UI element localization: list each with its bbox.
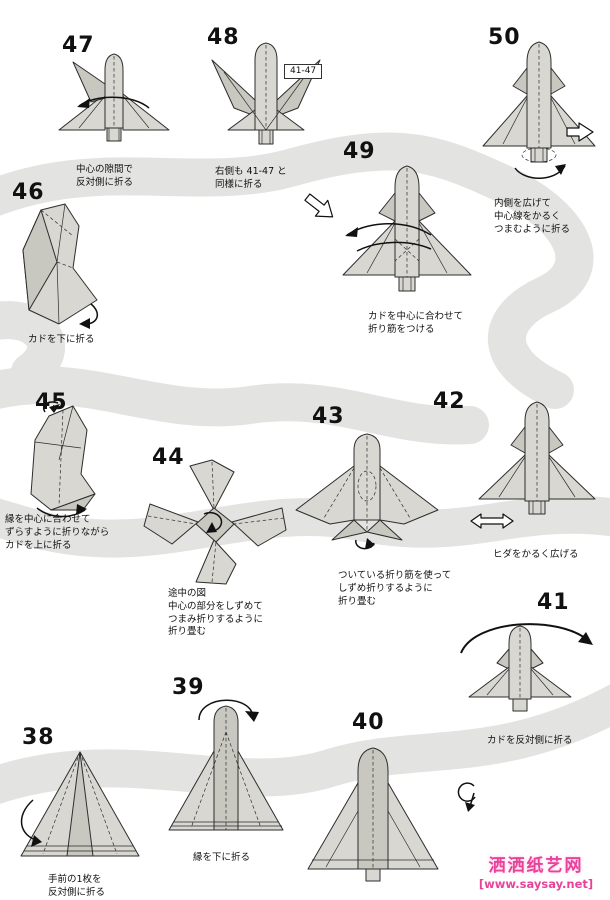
step-number: 44 [152,445,185,470]
step-47: 47 中心の隙間で 反対側に折る [40,28,190,193]
caption-line: ずらすように折りながら [5,526,110,538]
step-caption: ヒダをかるく広げる [493,549,579,562]
caption-line: カドを反対側に折る [487,735,573,746]
caption-line: カドを上に折る [5,539,72,551]
origami-diagram-step-39 [168,699,284,831]
step-number: 48 [207,25,240,50]
origami-diagram-step-47 [58,53,170,142]
caption-line: 反対側に折る [76,176,134,188]
step-range-reference-box: 41-47 [284,64,323,79]
step-number: 46 [12,180,45,205]
watermark-url: [www.saysay.net] [478,877,594,891]
origami-diagram-step-43 [295,433,439,550]
step-38: 38 手前の1枚を 反対側に折る [10,720,150,900]
step-49: 49 カドを中心に合わせて 折り筋をつける [325,135,490,340]
step-41: 41 カドを反対側に折る [430,585,610,755]
caption-line: 折り畳む [168,626,207,638]
step-caption: 内側を広げて 中心線をかるく つまむように折る [494,198,570,236]
caption-line: つまむように折る [494,223,571,235]
step-caption: 縁を中心に合わせて ずらすように折りながら カドを上に折る [5,514,109,552]
rotate-icon [457,782,476,812]
caption-line: 縁を中心に合わせて [5,514,91,525]
origami-diagram-step-44 [143,459,287,585]
step-39: 39 縁を下に折る [158,670,293,870]
step-caption: 縁を下に折る [193,852,250,865]
step-caption: 中心の隙間で 反対側に折る [76,164,133,190]
step-number: 42 [433,389,466,414]
watermark-site-name: 洒洒纸艺网 [488,856,584,876]
step-caption: カドを反対側に折る [487,735,573,748]
step-50: 50 内側を広げて 中心線をかるく つまむように折る [470,20,610,240]
origami-diagram-step-49 [342,165,472,292]
caption-line: 折り畳む [338,595,377,607]
caption-line: つまみ折りするように [168,613,264,625]
step-43: 43 ついている折り筋を使って しずめ折りするように 折り畳む [285,400,451,608]
origami-diagram-step-41 [460,623,593,712]
step-number: 43 [312,404,345,429]
caption-line: カドを下に折る [28,334,95,345]
watermark: 洒洒纸艺网 [www.saysay.net] [462,851,610,891]
caption-line: ヒダをかるく広げる [493,549,579,560]
origami-diagram-step-46 [22,203,99,329]
caption-line: 中心線をかるく [494,210,561,222]
step-caption: 右側も 41-47 と 同様に折る [215,166,287,192]
step-40: 40 [295,705,450,895]
step-number: 50 [488,25,521,50]
caption-line: 途中の図 [168,588,207,599]
step-44: 44 途中の図 中心の部分をしずめて つまみ折りするように 折り畳む [135,440,295,640]
step-45: 45 縁を中心に合わせて ずらすように折りながら カドを上に折る [2,386,130,554]
caption-line: 縁を下に折る [193,852,251,863]
step-number: 38 [22,725,55,750]
step-number: 49 [343,139,376,164]
origami-diagram-step-40 [307,747,439,882]
step-number: 47 [62,33,95,58]
caption-line: カドを中心に合わせて [368,311,464,322]
origami-diagram-step-38 [20,751,140,857]
origami-diagram-step-42 [470,401,596,529]
caption-line: 右側も 41-47 と [215,166,287,177]
caption-line: しずめ折りするように [338,582,433,594]
origami-diagram-step-50 [482,41,596,179]
caption-line: 中心の隙間で [76,164,134,175]
caption-line: 同様に折る [215,178,263,190]
caption-line: ついている折り筋を使って [338,570,452,581]
caption-line: 中心の部分をしずめて [168,600,263,612]
step-number: 40 [352,710,385,735]
step-46: 46 カドを下に折る [5,176,125,351]
step-caption: 途中の図 中心の部分をしずめて つまみ折りするように 折り畳む [168,588,263,639]
next-step-arrow-icon [304,193,334,218]
step-caption: ついている折り筋を使って しずめ折りするように 折り畳む [338,570,451,608]
caption-line: 反対側に折る [48,886,106,898]
step-number: 39 [172,675,205,700]
step-42: 42 ヒダをかるく広げる [425,385,610,565]
caption-line: 折り筋をつける [368,323,435,335]
step-caption: カドを下に折る [28,334,95,347]
caption-line: 手前の1枚を [48,874,102,885]
step-number: 41 [537,590,570,615]
step-48: 48 41-47 右側も 41-47 と 同様に折る [195,20,345,195]
origami-diagram-step-48 [211,42,321,145]
step-caption: 手前の1枚を 反対側に折る [48,874,105,900]
step-caption: カドを中心に合わせて 折り筋をつける [368,311,463,337]
origami-diagram-step-45 [30,401,96,518]
caption-line: 内側を広げて [494,198,552,209]
